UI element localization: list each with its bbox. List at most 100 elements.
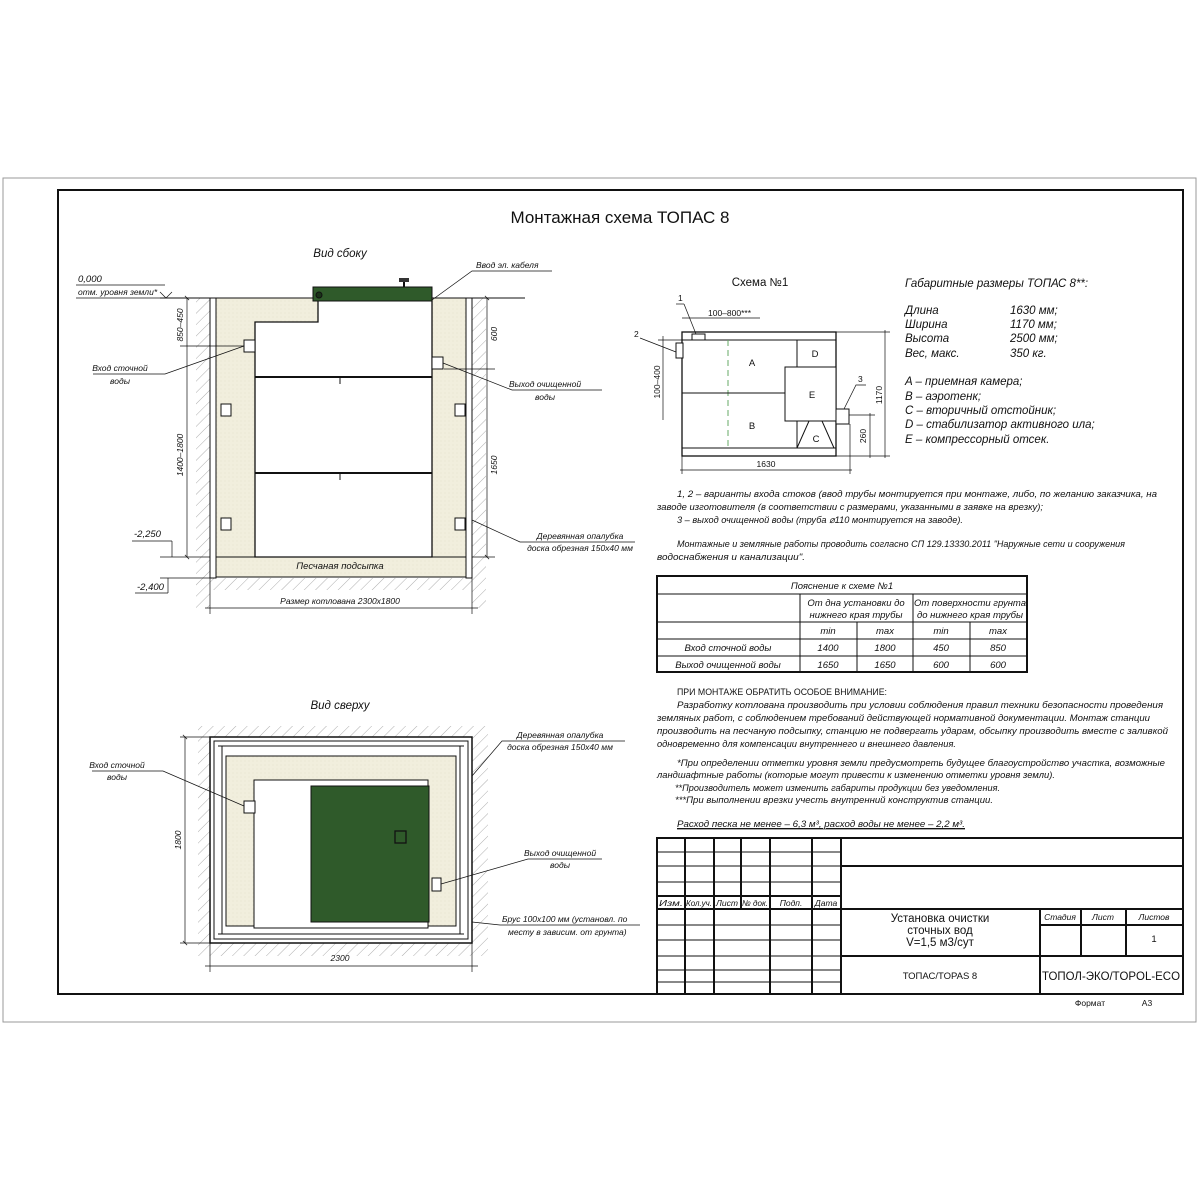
- stage-label: Стадия: [1044, 912, 1076, 922]
- inlet-pipe: [243, 339, 256, 353]
- table-cell: 1800: [874, 643, 896, 654]
- legend-item: E – компрессорный отсек.: [905, 434, 1049, 446]
- elevation-zero: 0,000: [78, 274, 102, 285]
- top-formwork-label-2: доска обрезная 150х40 мм: [507, 742, 613, 752]
- lid-knob: [399, 278, 409, 282]
- side-formwork-label-2: доска обрезная 150х40 мм: [527, 543, 633, 553]
- beam-label-1: Брус 100х100 мм (установл. по: [502, 914, 628, 924]
- side-view-heading: Вид сбоку: [313, 248, 368, 260]
- footnote-line: **Производитель может изменить габариты …: [675, 783, 1000, 794]
- top-outlet-label-2: воды: [550, 860, 571, 870]
- legend-item: D – стабилизатор активного ила;: [905, 419, 1095, 431]
- product-name: ТОПАС/TOPAS 8: [903, 971, 977, 982]
- specs-heading: Габаритные размеры ТОПАС 8**:: [905, 278, 1088, 290]
- explanation-table: Пояснение к схеме №1 От дна установки до…: [656, 575, 1028, 673]
- table-cell: 1400: [817, 643, 839, 654]
- top-dim-1800: 1800: [173, 830, 183, 849]
- legend-item: B – аэротенк;: [905, 391, 981, 403]
- title-block-column: Лист: [715, 898, 738, 908]
- table-cell: 850: [990, 643, 1007, 654]
- spec-value: 1170 мм;: [1010, 319, 1057, 331]
- drawing-title: Монтажная схема ТОПАС 8: [511, 208, 730, 227]
- outlet-pipe: [431, 356, 444, 370]
- footnote-line: ***При выполнении врезки учесть внутренн…: [675, 795, 993, 806]
- note-line: заводе изготовителя (в соответствии с ра…: [656, 502, 1043, 513]
- spec-value: 350 кг.: [1010, 348, 1047, 360]
- top-view-heading: Вид сверху: [310, 700, 370, 712]
- spec-name: Высота: [905, 333, 949, 345]
- warning-line: производить на песчаную подсыпку, станци…: [657, 726, 1169, 737]
- marker-3: 3: [858, 374, 863, 384]
- top-view: Вид сверху 1800 2300 Деревянная опалубка…: [89, 700, 640, 972]
- warning-line: земляных работ, с соблюдением требований…: [656, 713, 1151, 724]
- table-cell: 450: [933, 643, 950, 654]
- format-value: А3: [1142, 998, 1153, 1008]
- top-formwork-label-1: Деревянная опалубка: [516, 730, 604, 740]
- side-inlet-label-2: воды: [110, 376, 131, 386]
- footnote-line: *При определении отметки уровня земли пр…: [677, 758, 1165, 769]
- dim-850-450: 850–450: [175, 308, 185, 341]
- dim-260: 260: [858, 429, 868, 443]
- table-row-label: Вход сточной воды: [685, 643, 772, 654]
- marker-1: 1: [678, 293, 683, 303]
- table-subheader: min: [820, 626, 835, 637]
- formwork-right: [465, 297, 473, 579]
- title-block-column: Дата: [814, 898, 838, 908]
- tank-lid-top: [310, 785, 430, 923]
- dim-1170: 1170: [874, 386, 884, 405]
- project-name: Установка очистки: [891, 913, 990, 925]
- table-subheader: max: [876, 626, 895, 637]
- title-block: Изм. Кол.уч. Лист № док. Подп. Дата Уста…: [656, 837, 1184, 1008]
- spec-name: Ширина: [905, 319, 948, 331]
- elevation-2250: -2,250: [134, 529, 162, 540]
- dim-600: 600: [489, 327, 499, 341]
- zone-a-label: A: [749, 358, 756, 369]
- zone-e-label: E: [809, 390, 815, 401]
- table-title: Пояснение к схеме №1: [791, 581, 893, 592]
- legend-item: A – приемная камера;: [904, 376, 1022, 388]
- zone-d-label: D: [812, 349, 819, 360]
- table-cell: 1650: [874, 660, 896, 671]
- side-formwork-label-1: Деревянная опалубка: [536, 531, 624, 541]
- title-block-column: Подп.: [780, 898, 803, 908]
- warning-heading: ПРИ МОНТАЖЕ ОБРАТИТЬ ОСОБОЕ ВНИМАНИЕ:: [677, 687, 887, 698]
- lid-lock-icon: [315, 291, 323, 299]
- pit-size-label: Размер котлована 2300х1800: [280, 596, 400, 606]
- warning-line: одновременно для компенсации внутреннего…: [657, 739, 956, 750]
- side-outlet-label-1: Выход очищенной: [509, 379, 581, 389]
- legend-item: C – вторичный отстойник;: [905, 405, 1056, 417]
- footnote-line: ландшафтные работы (которые могут привес…: [656, 770, 1055, 781]
- dim-1650: 1650: [489, 455, 499, 474]
- spec-value: 2500 мм;: [1009, 333, 1058, 345]
- spec-name: Вес, макс.: [905, 348, 960, 360]
- elevation-2400: -2,400: [137, 582, 165, 593]
- sand-bedding-label: Песчаная подсыпка: [296, 561, 383, 572]
- specs: Габаритные размеры ТОПАС 8**: Длина 1630…: [903, 278, 1095, 446]
- soil-hatch-left: [196, 298, 210, 608]
- dim-1630: 1630: [757, 459, 776, 469]
- soil-hatch-bottom: [210, 578, 472, 590]
- table-cell: 1650: [817, 660, 839, 671]
- zone-b-label: B: [749, 421, 755, 432]
- elevation-zero-label: отм. уровня земли*: [78, 287, 158, 297]
- dim-100-400: 100–400: [652, 365, 662, 398]
- note-line: водоснабжения и канализации".: [657, 552, 805, 563]
- project-name: V=1,5 м3/сут: [906, 937, 975, 949]
- table-group-2: От поверхности грунта: [914, 598, 1026, 609]
- warning-line: Разработку котлована производить при усл…: [677, 700, 1163, 711]
- spec-name: Длина: [903, 305, 939, 317]
- sheets-value: 1: [1151, 934, 1156, 945]
- drawing-frame: [57, 189, 1184, 995]
- consumption-note: Расход песка не менее – 6,3 м³, расход в…: [677, 819, 965, 830]
- top-dim-2300: 2300: [330, 953, 350, 963]
- tank-body: [254, 297, 433, 558]
- formwork-left: [209, 297, 217, 579]
- top-outlet-pipe: [431, 877, 442, 892]
- sheet-label: Лист: [1091, 912, 1114, 922]
- soil-hatch-right: [472, 298, 486, 608]
- table-cell: 600: [933, 660, 950, 671]
- top-inlet-label-1: Вход сточной: [89, 760, 145, 770]
- table-subheader: max: [989, 626, 1008, 637]
- notes: 1, 2 – варианты входа стоков (ввод трубы…: [656, 489, 1157, 563]
- title-block-column: Кол.уч.: [686, 898, 712, 908]
